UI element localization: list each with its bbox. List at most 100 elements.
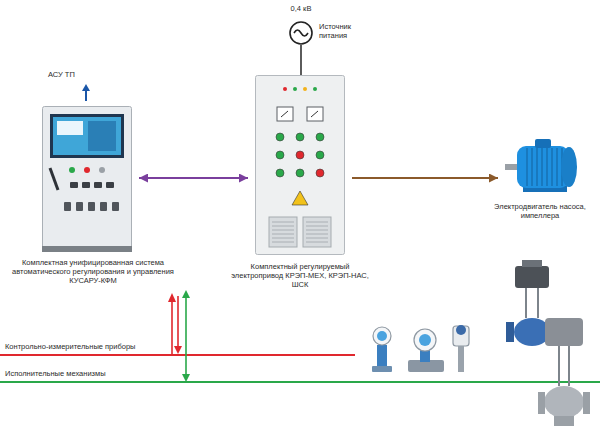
node-drawing-part	[64, 202, 71, 211]
node-drawing-part	[306, 226, 328, 227]
valve-icons-part	[525, 288, 527, 318]
node-drawing-part	[306, 242, 328, 243]
instrument-icons-part	[419, 334, 431, 346]
asu-arrow	[82, 84, 90, 101]
drive-cabinet: Комплектный регулируемый электропривод К…	[255, 75, 345, 255]
power-source: 0,4 кВИсточник питания	[289, 21, 313, 45]
node-drawing-part	[316, 169, 324, 177]
node-drawing-part	[276, 169, 284, 177]
node-drawing-part	[272, 242, 294, 243]
instrument-icons-part	[420, 350, 430, 362]
node-drawing-part	[88, 202, 95, 211]
node-drawing-part	[536, 148, 537, 186]
valve-icons-part	[568, 346, 570, 386]
signal-lines-part	[171, 300, 173, 355]
signal-lines-part	[0, 354, 355, 356]
instrument-icons-part	[456, 325, 466, 335]
node-drawing-part	[272, 238, 294, 239]
node-drawing-part	[53, 117, 121, 155]
node-drawing-part	[88, 121, 116, 151]
node-drawing-part	[535, 139, 551, 148]
node-drawing-part	[294, 30, 308, 36]
instrument-icons-part	[453, 326, 469, 346]
node-drawing-part	[106, 182, 114, 188]
diagram-label: АСУ ТП	[48, 70, 75, 79]
node-drawing	[505, 138, 580, 196]
node-drawing-part	[296, 169, 304, 177]
node-drawing-part	[505, 164, 519, 170]
node-drawing-part	[306, 222, 328, 223]
node-drawing-part	[296, 133, 304, 141]
node-caption: Электродвигатель насоса, импеллера	[492, 202, 588, 220]
node-drawing-part	[551, 148, 552, 186]
instrument-icons-part	[373, 327, 391, 345]
node-drawing-part	[307, 107, 323, 121]
signal-lines-part	[174, 346, 182, 354]
instrument-icons	[372, 325, 469, 372]
node-drawing-part	[541, 148, 542, 186]
valve-icons-part	[538, 392, 545, 414]
instrument-icons-part	[458, 346, 464, 372]
signal-lines	[0, 290, 600, 382]
node-drawing-part	[306, 238, 328, 239]
node-drawing-part	[276, 133, 284, 141]
signal-lines-part	[177, 296, 179, 348]
diagram-label: Исполнительные механизмы	[5, 369, 106, 378]
node-drawing-part	[290, 22, 312, 44]
node-drawing-part	[313, 87, 317, 91]
node-drawing-part	[69, 167, 75, 173]
valve-icons-part	[583, 392, 590, 414]
node-drawing-part	[283, 87, 287, 91]
node-drawing-part	[546, 148, 547, 186]
valve-icons-part	[515, 266, 549, 288]
node-drawing-part	[50, 114, 124, 158]
asu-arrow-part	[85, 90, 87, 101]
connector	[139, 177, 248, 179]
node-drawing-part	[82, 182, 90, 188]
valve-icons-part	[537, 288, 539, 318]
motor-icon: Электродвигатель насоса, импеллера	[505, 138, 580, 196]
node-caption: Комплектная унифицированная система авто…	[5, 258, 181, 285]
node-drawing-part	[311, 111, 318, 117]
node-drawing-part	[303, 217, 331, 247]
node-drawing	[289, 21, 313, 45]
signal-lines-part	[168, 293, 176, 302]
diagram-label: Контрольно-измерительные приборы	[5, 342, 136, 351]
node-drawing-part	[561, 147, 577, 187]
valve-icons-part	[544, 386, 584, 418]
control-cabinet: Комплектная унифицированная система авто…	[42, 106, 132, 252]
node-drawing-part	[306, 234, 328, 235]
connector	[300, 45, 302, 75]
node-drawing-part	[50, 168, 58, 190]
node-caption: 0,4 кВ	[269, 4, 333, 13]
signal-lines-part	[182, 374, 190, 382]
node-drawing-part	[42, 246, 132, 252]
valve-icons-part	[554, 416, 574, 426]
node-drawing-part	[281, 111, 288, 117]
node-drawing-part	[112, 202, 119, 211]
node-drawing-part	[76, 202, 83, 211]
node-drawing-part	[293, 87, 297, 91]
node-drawing-part	[531, 148, 532, 186]
node-drawing-part	[306, 230, 328, 231]
node-drawing-part	[99, 167, 105, 173]
valve-icons-part	[558, 346, 560, 386]
instrument-icons-part	[377, 331, 387, 341]
node-drawing-part	[57, 121, 83, 135]
node-drawing-part	[84, 167, 90, 173]
instrument-icons-part	[414, 329, 436, 351]
valve-icons-part	[506, 322, 514, 342]
node-drawing-part	[316, 151, 324, 159]
valve-icons-part	[545, 318, 583, 346]
node-drawing-part	[272, 230, 294, 231]
node-drawing-part	[272, 234, 294, 235]
node-drawing	[42, 106, 132, 252]
node-drawing-part	[100, 202, 107, 211]
node-drawing-part	[316, 133, 324, 141]
node-drawing-part	[272, 222, 294, 223]
node-drawing-part	[277, 107, 293, 121]
node-drawing-part	[526, 148, 527, 186]
node-caption: Комплектный регулируемый электропривод К…	[225, 262, 375, 289]
signal-lines-part	[185, 296, 187, 376]
